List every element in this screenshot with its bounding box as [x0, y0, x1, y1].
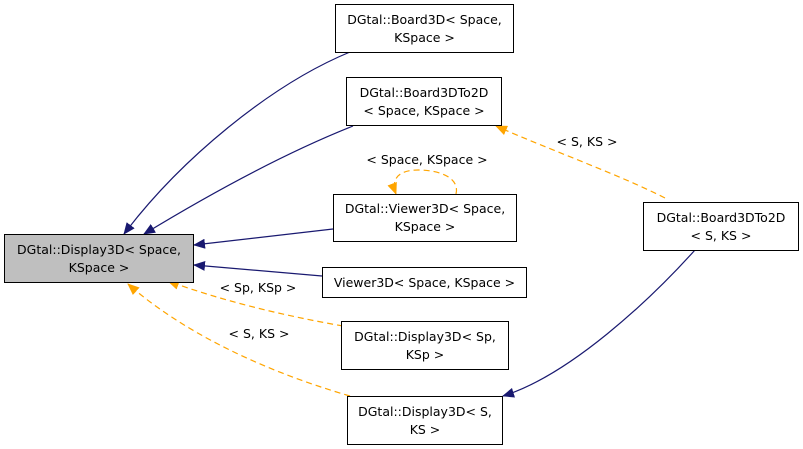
edge-board3d-to-display3d: [123, 51, 351, 235]
node-label-line: KSpace >: [394, 29, 455, 45]
node-label-line: Viewer3D< Space, KSpace >: [333, 274, 516, 290]
node-viewer3d-plain[interactable]: Viewer3D< Space, KSpace >: [322, 267, 527, 298]
edge-label-board3dto2d-template: < S, KS >: [556, 134, 618, 149]
edge-viewer3d-dgtal-to-display3d: [193, 228, 334, 249]
edge-viewer3d-plain-to-display3d: [193, 260, 323, 277]
node-display3d-s[interactable]: DGtal::Display3D< S, KS >: [347, 396, 503, 445]
node-label-line: KS >: [409, 421, 441, 437]
edge-board3dto2d-s-to-display3d-s: [502, 249, 696, 398]
node-label-line: DGtal::Board3D< Space,: [347, 11, 502, 27]
edge-label-display3d-s-template: < S, KS >: [228, 326, 290, 341]
node-viewer3d-dgtal[interactable]: DGtal::Viewer3D< Space, KSpace >: [333, 194, 517, 242]
node-label-line: DGtal::Display3D< Sp,: [354, 328, 496, 344]
edge-display3d-s-template: [127, 283, 351, 397]
node-label-line: KSpace >: [394, 219, 456, 234]
edge-label-viewer3d-self: < Space, KSpace >: [366, 152, 488, 167]
node-label-line: KSp >: [405, 346, 445, 362]
node-board3dto2d-s[interactable]: DGtal::Board3DTo2D < S, KS >: [643, 202, 799, 251]
node-board3dto2d-space[interactable]: DGtal::Board3DTo2D < Space, KSpace >: [346, 77, 502, 126]
edge-viewer3d-self-template: [387, 169, 458, 195]
node-label-line: KSpace >: [68, 259, 130, 275]
node-label-line: DGtal::Display3D< S,: [358, 403, 492, 419]
node-label-line: DGtal::Viewer3D< Space,: [344, 201, 506, 216]
edge-display3d-sp-template: [167, 280, 344, 327]
edge-board3dto2d-s-template: [495, 125, 666, 199]
node-label-line: < S, KS >: [690, 227, 752, 243]
node-display3d-sp[interactable]: DGtal::Display3D< Sp, KSp >: [341, 321, 509, 370]
node-label-line: DGtal::Display3D< Space,: [17, 241, 181, 257]
node-label-line: DGtal::Board3DTo2D: [656, 209, 786, 225]
node-label-line: < Space, KSpace >: [363, 102, 485, 118]
node-board3d[interactable]: DGtal::Board3D< Space, KSpace >: [335, 4, 514, 53]
node-label-line: DGtal::Board3DTo2D: [359, 84, 489, 100]
edge-label-display3d-sp-template: < Sp, KSp >: [219, 280, 297, 295]
edge-board3dto2d-to-display3d: [143, 125, 354, 235]
node-display3d-space[interactable]: DGtal::Display3D< Space, KSpace >: [4, 234, 194, 283]
